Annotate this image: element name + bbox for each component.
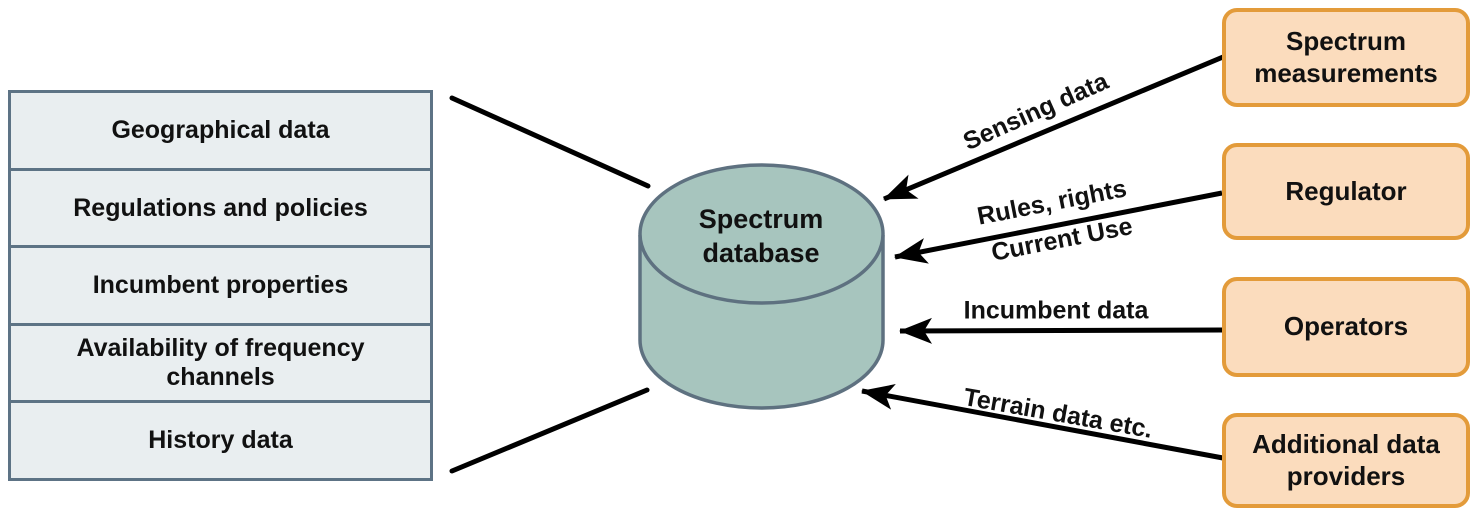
provider-box-operators: Operators <box>1222 277 1470 377</box>
attribute-row-geographical-data: Geographical data <box>111 115 330 144</box>
provider-box-additional-data-providers: Additional data providers <box>1222 413 1470 508</box>
attribute-row-regulations-policies: Regulations and policies <box>11 167 430 246</box>
attribute-row-history-data: History data <box>11 400 430 478</box>
table-to-database-top-line <box>449 95 651 189</box>
attribute-row-incumbent-properties: Incumbent properties <box>11 245 430 323</box>
database-cylinder-icon <box>638 163 885 410</box>
provider-box-spectrum-measurements: Spectrum measurements <box>1222 8 1470 107</box>
database-attributes-table: Geographical data Regulations and polici… <box>8 90 433 481</box>
rules-rights-arrow <box>894 190 1223 264</box>
database-label: Spectrum database <box>698 203 824 268</box>
flow-label-incumbent-data: Incumbent data <box>963 296 1149 325</box>
sensing-data-arrow <box>883 54 1224 202</box>
terrain-data-arrow <box>861 384 1224 461</box>
incumbent-data-arrow <box>899 317 1223 344</box>
attribute-row-availability-channels: Availability of frequency channels <box>11 322 430 401</box>
table-to-database-bottom-line <box>449 387 650 474</box>
provider-box-regulator: Regulator <box>1222 143 1470 240</box>
